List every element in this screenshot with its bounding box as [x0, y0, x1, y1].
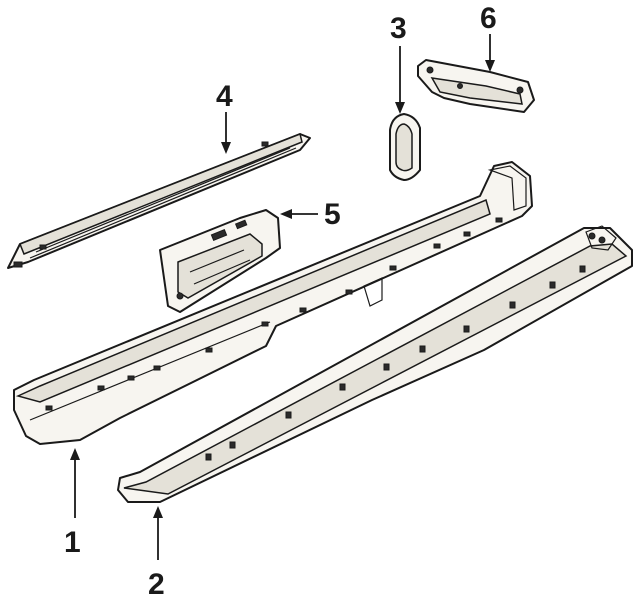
- part-4-impact-strip: [7, 132, 311, 269]
- callout-4: 4: [216, 80, 233, 113]
- callout-6: 6: [480, 2, 497, 35]
- part-1-bumper-bar: [13, 161, 533, 445]
- callout-5: 5: [324, 198, 341, 231]
- part-3-guide: [389, 113, 421, 181]
- part-5-bracket: [159, 209, 281, 313]
- bumper-bolt-holes: [45, 217, 503, 411]
- callout-numbers: 1 2 3 4 5 6: [64, 2, 497, 600]
- callout-2: 2: [148, 568, 165, 600]
- leader-lines: [70, 34, 495, 560]
- part-2-molding: [117, 225, 633, 503]
- molding-clips: [205, 265, 586, 461]
- part-6-bracket: [417, 59, 535, 113]
- callout-3: 3: [390, 12, 407, 45]
- callout-1: 1: [64, 526, 81, 559]
